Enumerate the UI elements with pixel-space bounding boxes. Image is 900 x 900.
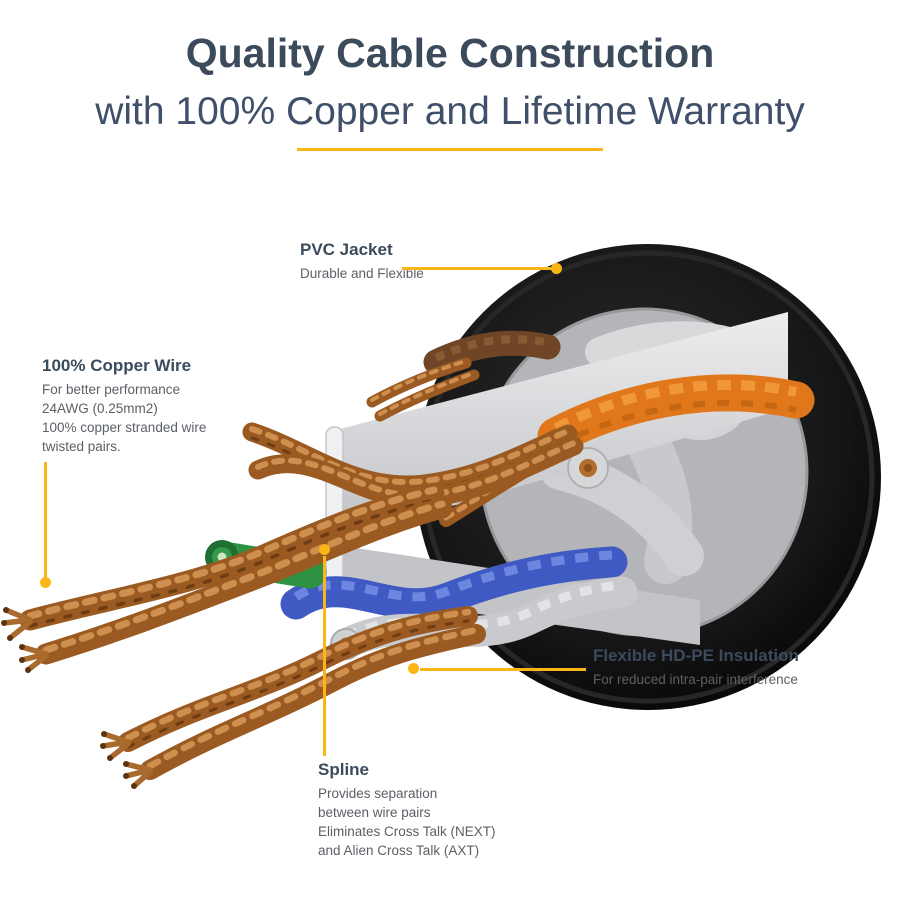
callout-spline-text: between wire pairs [318,805,431,821]
callout-spline-text: and Alien Cross Talk (AXT) [318,843,480,859]
callout-pvc-jacket-text: Durable and Flexible [300,266,424,281]
callout-copper-wire-text: For better performance [42,382,181,397]
callout-spline-text: Eliminates Cross Talk (NEXT) [318,824,496,840]
copper-frayed-tips [1,607,153,789]
callout-pvc-jacket-line [402,267,554,270]
callout-hdpe-insulation-text: For reduced intra-pair interference [593,672,798,687]
callout-hdpe-insulation-line [420,668,586,671]
copper-twisted-pair-bottom [118,606,486,780]
callout-hdpe-insulation: Flexible HD-PE Insulation For reduced in… [593,646,799,689]
callout-hdpe-insulation-heading: Flexible HD-PE Insulation [593,646,799,665]
callout-copper-wire-heading: 100% Copper Wire [42,356,192,375]
page-title-line2: with 100% Copper and Lifetime Warranty [95,90,805,133]
callout-hdpe-insulation-dot [408,663,419,674]
callout-pvc-jacket: PVC Jacket Durable and Flexible [300,240,424,283]
title-accent-divider [297,148,603,151]
page-title-line1: Quality Cable Construction [185,30,715,76]
callout-pvc-jacket-heading: PVC Jacket [300,240,393,259]
callout-copper-wire: 100% Copper Wire For better performance … [42,356,206,457]
blue-wire [280,546,628,620]
callout-copper-wire-text: twisted pairs. [42,439,121,455]
callout-pvc-jacket-dot [551,263,562,274]
callout-spline-text: Provides separation [318,786,438,801]
callout-spline-heading: Spline [318,760,370,779]
callout-spline-line [323,556,326,756]
callout-spline: Spline Provides separation between wire … [318,760,496,861]
callout-copper-wire-dot [40,577,51,588]
callout-copper-wire-text: 24AWG (0.25mm2) [42,401,158,417]
cut-face-gray-tube [567,447,609,489]
callout-spline-dot [319,544,330,555]
copper-twisted-pair-left [19,483,453,665]
brown-wire [366,330,561,422]
callout-copper-wire-line [44,462,47,578]
callout-copper-wire-text: 100% copper stranded wire [42,420,207,436]
copper-tip-ends [1,607,137,789]
